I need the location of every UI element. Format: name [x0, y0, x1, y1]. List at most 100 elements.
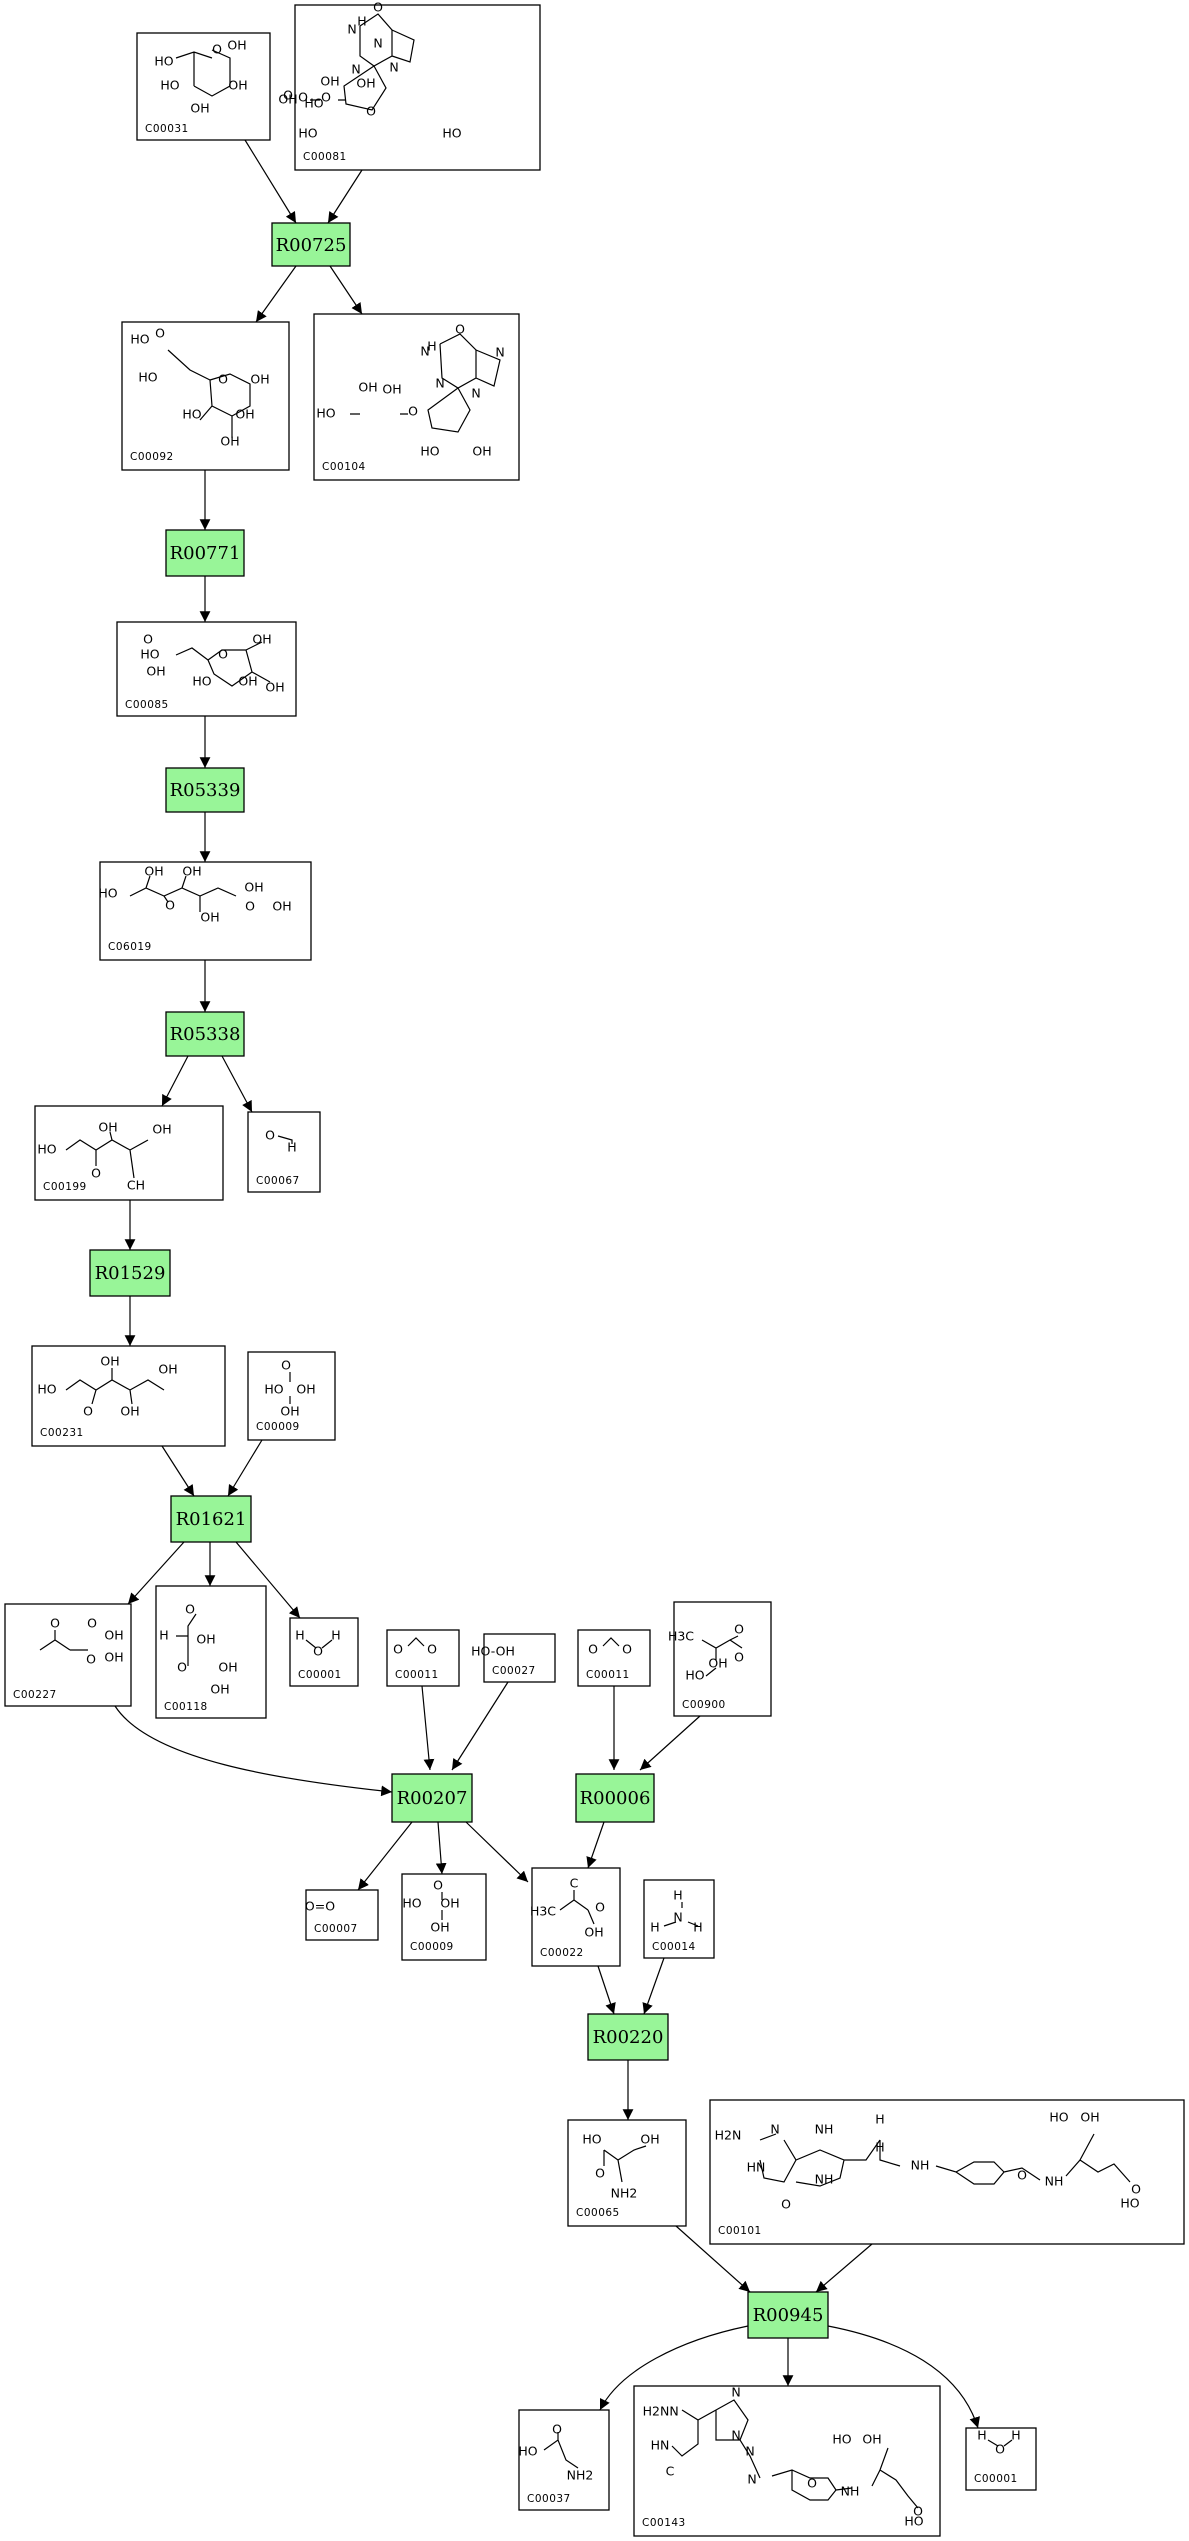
- atom-label: O: [321, 90, 331, 105]
- edge-r00725-c00104: [329, 265, 363, 315]
- compound-label-c00022: C00022: [540, 1947, 584, 1959]
- atom-label: OH: [104, 1628, 123, 1643]
- atom-label: H: [875, 2112, 884, 2127]
- compound-label-c00199: C00199: [43, 1181, 87, 1193]
- compound-label-c00007: C00007: [314, 1923, 358, 1935]
- reaction-r05339[interactable]: R05339: [165, 767, 245, 813]
- reaction-r00006[interactable]: R00006: [575, 1773, 655, 1823]
- atom-label: H: [331, 1628, 340, 1643]
- atom-label: H: [875, 2140, 884, 2155]
- structure-c00067: OH: [265, 1128, 297, 1155]
- reactions: R00725 R00771 R05339 R05338 R01529 R0162…: [89, 222, 829, 2339]
- reaction-r00207[interactable]: R00207: [391, 1773, 473, 1823]
- reaction-r05338[interactable]: R05338: [165, 1011, 245, 1057]
- reaction-r00220[interactable]: R00220: [587, 2013, 669, 2061]
- reaction-r01621[interactable]: R01621: [170, 1495, 252, 1543]
- atom-label: NH: [815, 2122, 834, 2137]
- atom-label: O: [622, 1642, 632, 1657]
- compound-c00001a[interactable]: HOH C00001: [289, 1617, 359, 1687]
- edge-c00900-r00006: [639, 1715, 701, 1771]
- atom-label: O: [781, 2197, 791, 2212]
- structure-c00001a: HOH: [295, 1628, 340, 1659]
- atom-label: O: [552, 2422, 562, 2437]
- atom-label: HO: [37, 1382, 56, 1397]
- atom-label: O: [83, 1404, 93, 1419]
- compound-label-c00009b: C00009: [410, 1941, 454, 1953]
- atom-label: O: [734, 1650, 744, 1665]
- atom-label: H2N: [715, 2128, 742, 2143]
- reaction-label-r00725: R00725: [276, 235, 347, 256]
- atom-label: HO: [154, 54, 173, 69]
- compound-c00027[interactable]: C00027 HO-OH: [471, 1633, 556, 1683]
- atom-label: OH: [252, 632, 271, 647]
- atom-label: O: [165, 898, 175, 913]
- atom-label: O: [408, 404, 418, 419]
- atom-label: OH: [708, 1656, 727, 1671]
- compound-c00067[interactable]: OH C00067: [247, 1111, 321, 1193]
- compound-label-c00101: C00101: [718, 2225, 762, 2237]
- atom-label: H: [650, 1920, 659, 1935]
- reaction-label-r05338: R05338: [170, 1024, 241, 1045]
- atom-label: OH: [280, 1404, 299, 1419]
- compound-c00007[interactable]: C00007 O=O: [305, 1889, 379, 1941]
- atom-label: O: [433, 1878, 443, 1893]
- atom-label: O: [265, 1128, 275, 1143]
- edge-r00207-c00022: [465, 1821, 529, 1883]
- atom-label: OH: [472, 444, 491, 459]
- compound-label-c00027: C00027: [492, 1665, 536, 1677]
- atom-label: N: [673, 1910, 682, 1925]
- edge-c00101-r00945: [815, 2243, 873, 2293]
- compound-label-c00092: C00092: [130, 451, 174, 463]
- reaction-label-r00207: R00207: [397, 1788, 468, 1809]
- atom-label: OH: [146, 664, 165, 679]
- atom-label: N: [471, 386, 480, 401]
- atom-label: OH: [1080, 2110, 1099, 2125]
- reaction-r00771[interactable]: R00771: [165, 529, 245, 577]
- atom-label: OH: [144, 864, 163, 879]
- atom-label: OH: [196, 1632, 215, 1647]
- atom-label: HO: [138, 370, 157, 385]
- compound-label-c00067: C00067: [256, 1175, 300, 1187]
- reaction-label-r00220: R00220: [593, 2027, 664, 2048]
- edge-c00014-r00220: [642, 1957, 665, 2015]
- atom-label: HO: [140, 647, 159, 662]
- atom-label: NH2: [567, 2468, 594, 2483]
- atom-label: HO-OH: [471, 1644, 515, 1659]
- atom-label: HO: [582, 2132, 601, 2147]
- atom-label: NH2: [611, 2186, 638, 2201]
- atom-label: H2N: [643, 2404, 670, 2419]
- reaction-r00725[interactable]: R00725: [271, 222, 351, 267]
- compound-c00001b[interactable]: HOH C00001: [965, 2427, 1037, 2491]
- atom-label: OH: [218, 1660, 237, 1675]
- atom-label: OH: [220, 434, 239, 449]
- atom-label: O: [50, 1616, 60, 1631]
- atom-label: O: [155, 326, 165, 341]
- reaction-r00945[interactable]: R00945: [747, 2291, 829, 2339]
- reaction-r01529[interactable]: R01529: [89, 1249, 171, 1297]
- atom-label: OH: [440, 1896, 459, 1911]
